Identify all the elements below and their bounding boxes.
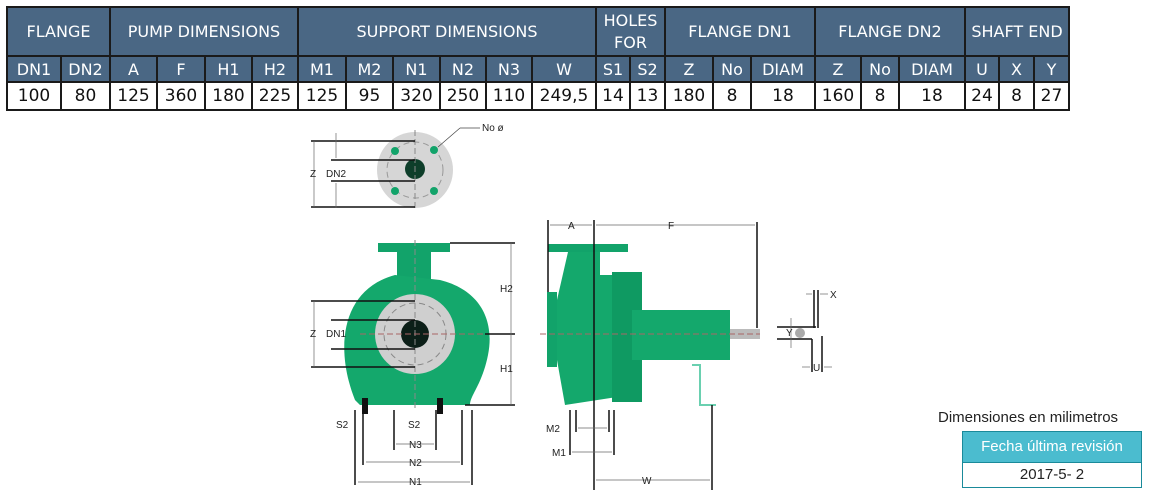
column-header-s1: S1 — [595, 55, 631, 83]
group-header: HOLES FOR — [595, 6, 666, 57]
column-header-z: Z — [664, 55, 714, 83]
value-diam: 18 — [750, 81, 816, 111]
label-dn1: DN1 — [326, 329, 346, 340]
value-h2: 225 — [251, 81, 299, 111]
label-x: X — [830, 290, 837, 301]
group-header: PUMP DIMENSIONS — [109, 6, 299, 57]
group-header: FLANGE DN1 — [664, 6, 816, 57]
column-header-w: W — [531, 55, 597, 83]
value-w: 249,5 — [531, 81, 597, 111]
column-header-f: F — [156, 55, 206, 83]
group-header-row: FLANGE PUMP DIMENSIONS SUPPORT DIMENSION… — [6, 6, 1070, 57]
units-note: Dimensiones en milimetros — [938, 409, 1119, 426]
value-no: 8 — [860, 81, 900, 111]
value-z: 160 — [814, 81, 862, 111]
column-header-n2: N2 — [439, 55, 487, 83]
group-header: FLANGE — [6, 6, 111, 57]
label-z: Z — [310, 169, 316, 180]
column-header-n3: N3 — [485, 55, 533, 83]
column-header-a: A — [109, 55, 158, 83]
flange-dn2-view — [311, 127, 480, 210]
value-m1: 125 — [297, 81, 347, 111]
group-header: SHAFT END — [964, 6, 1070, 57]
value-f: 360 — [156, 81, 206, 111]
label-a: A — [568, 221, 575, 232]
label-n3: N3 — [409, 440, 422, 451]
label-n1: N1 — [409, 477, 422, 488]
column-header-z: Z — [814, 55, 862, 83]
label-s2-right: S2 — [408, 420, 421, 431]
value-n1: 320 — [392, 81, 441, 111]
label-h2: H2 — [500, 284, 513, 295]
value-n3: 110 — [485, 81, 533, 111]
column-header-x: X — [998, 55, 1035, 83]
label-y: Y — [786, 328, 793, 339]
label-w: W — [642, 476, 652, 487]
label-f: F — [668, 221, 674, 232]
value-s2: 13 — [629, 81, 666, 111]
revision-date: 2017-5- 2 — [1019, 466, 1085, 483]
column-header-h2: H2 — [251, 55, 299, 83]
label-m2: M2 — [546, 424, 560, 435]
label-n2: N2 — [409, 458, 422, 469]
label-s2-left: S2 — [336, 420, 349, 431]
value-n2: 250 — [439, 81, 487, 111]
column-header-m1: M1 — [297, 55, 347, 83]
column-header-y: Y — [1033, 55, 1070, 83]
value-diam: 18 — [898, 81, 966, 111]
column-header-no: No — [712, 55, 752, 83]
pump-front-view — [311, 240, 515, 485]
column-header-diam: DIAM — [750, 55, 816, 83]
column-header-no: No — [860, 55, 900, 83]
value-a: 125 — [109, 81, 158, 111]
value-s1: 14 — [595, 81, 631, 111]
label-dn2: DN2 — [326, 169, 346, 180]
group-header: FLANGE DN2 — [814, 6, 966, 57]
value-m2: 95 — [345, 81, 394, 111]
column-header-h1: H1 — [204, 55, 253, 83]
value-no: 8 — [712, 81, 752, 111]
label-m1: M1 — [552, 448, 566, 459]
column-header-u: U — [964, 55, 1000, 83]
column-header-s2: S2 — [629, 55, 666, 83]
value-dn2: 80 — [60, 81, 111, 111]
value-z: 180 — [664, 81, 714, 111]
value-dn1: 100 — [6, 81, 62, 111]
revision-box: Fecha última revisión 2017-5- 2 — [962, 431, 1142, 488]
shaft-end-view — [777, 290, 832, 372]
value-u: 24 — [964, 81, 1000, 111]
column-header-m2: M2 — [345, 55, 394, 83]
revision-header: Fecha última revisión — [963, 432, 1141, 463]
label-u: U — [813, 363, 820, 374]
dimensions-table: FLANGE PUMP DIMENSIONS SUPPORT DIMENSION… — [6, 6, 1070, 111]
column-header-dn1: DN1 — [6, 55, 62, 83]
value-x: 8 — [998, 81, 1035, 111]
value-h1: 180 — [204, 81, 253, 111]
label-z-dn1: Z — [310, 329, 316, 340]
column-header-n1: N1 — [392, 55, 441, 83]
column-header-dn2: DN2 — [60, 55, 111, 83]
pump-side-view — [540, 220, 760, 490]
value-y: 27 — [1033, 81, 1070, 111]
group-header: SUPPORT DIMENSIONS — [297, 6, 597, 57]
label-no-diam: No ø — [482, 123, 504, 134]
label-h1: H1 — [500, 364, 513, 375]
column-header-diam: DIAM — [898, 55, 966, 83]
